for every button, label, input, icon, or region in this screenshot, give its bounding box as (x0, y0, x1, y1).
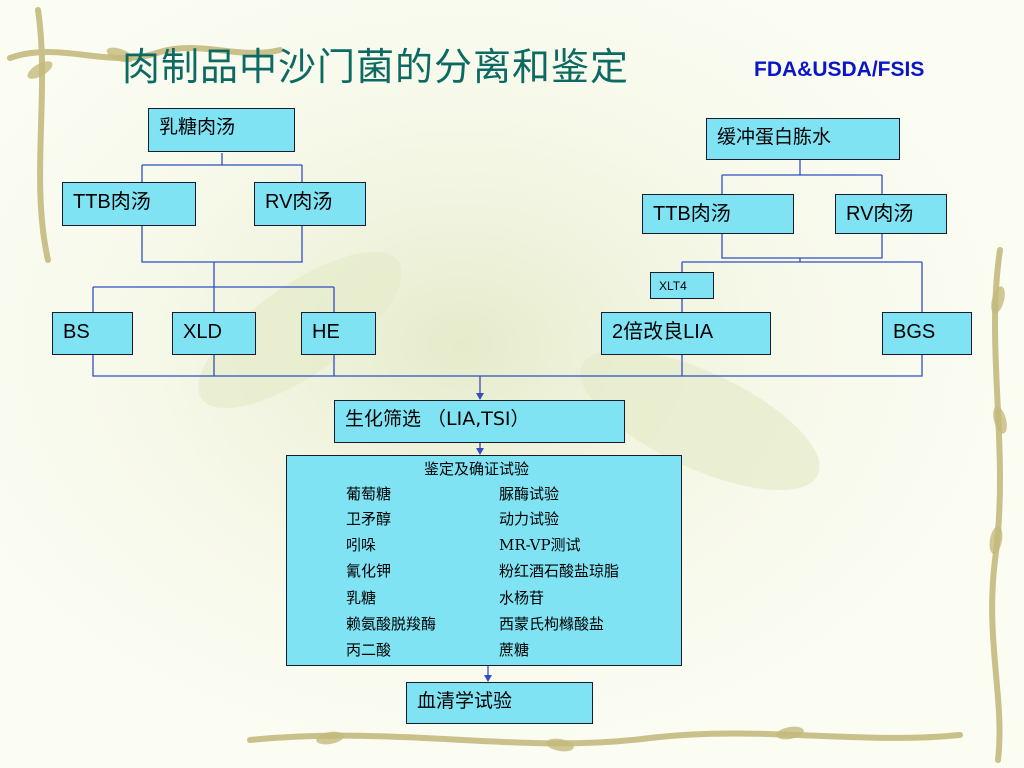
test-row: 卫矛醇 动力试验 (287, 508, 681, 532)
test-right: 西蒙氏枸橼酸盐 (499, 615, 605, 633)
test-right: 脲酶试验 (499, 485, 560, 503)
page-title: 肉制品中沙门菌的分离和鉴定 (122, 45, 630, 89)
arrowhead-serology (484, 675, 492, 682)
test-right: MR-VP测试 (499, 536, 581, 554)
left-rv-broth-box: RV肉汤 (254, 182, 366, 226)
connector-plates-collector (92, 355, 923, 377)
serology-test-box: 血清学试验 (406, 682, 593, 724)
buffered-peptone-water-box: 缓冲蛋白胨水 (706, 118, 900, 160)
connector-lactose-to-broths (141, 153, 303, 182)
arrowhead-screening (476, 393, 484, 400)
test-right: 动力试验 (499, 510, 560, 528)
test-row: 氰化钾 粉红酒石酸盐琼脂 (287, 560, 681, 584)
test-left: 丙二酸 (346, 641, 392, 659)
connector-bpw-to-broths (721, 160, 883, 194)
test-right: 水杨苷 (499, 589, 545, 607)
right-ttb-broth-box: TTB肉汤 (642, 194, 794, 234)
source-label: FDA&USDA/FSIS (754, 58, 925, 81)
test-right: 蔗糖 (499, 641, 530, 659)
arrowhead-confirmation (476, 448, 484, 455)
test-row: 吲哚 MR-VP测试 (287, 534, 681, 558)
connector-right-plates (681, 261, 923, 312)
connector-left-plates (92, 286, 335, 312)
left-ttb-broth-box: TTB肉汤 (62, 182, 196, 226)
right-rv-broth-box: RV肉汤 (835, 194, 947, 234)
test-row: 乳糖 水杨苷 (287, 587, 681, 611)
xlt4-box: XLT4 (650, 272, 714, 299)
test-left: 卫矛醇 (346, 510, 392, 528)
test-left: 氰化钾 (346, 562, 392, 580)
test-left: 乳糖 (346, 589, 377, 607)
confirmation-tests-box: 鉴定及确证试验 葡萄糖 脲酶试验 卫矛醇 动力试验 吲哚 MR-VP测试 氰化钾… (286, 455, 682, 666)
plate-bs-box: BS (52, 312, 133, 355)
test-left: 吲哚 (346, 536, 377, 554)
test-left: 赖氨酸脱羧酶 (346, 615, 437, 633)
lactose-broth-box: 乳糖肉汤 (148, 108, 295, 152)
modified-lia-box: 2倍改良LIA (601, 312, 771, 355)
biochemical-screening-box: 生化筛选 （LIA,TSI） (334, 400, 625, 443)
plate-xld-box: XLD (172, 312, 256, 355)
test-row: 赖氨酸脱羧酶 西蒙氏枸橼酸盐 (287, 613, 681, 637)
connector-left-broths-join (141, 226, 303, 287)
plate-bgs-box: BGS (882, 312, 972, 355)
connector-right-broths-join (721, 234, 883, 262)
test-row: 丙二酸 蔗糖 (287, 639, 681, 663)
confirmation-heading: 鉴定及确证试验 (424, 460, 530, 478)
test-left: 葡萄糖 (346, 485, 392, 503)
test-row: 葡萄糖 脲酶试验 (287, 483, 681, 507)
plate-he-box: HE (301, 312, 376, 355)
test-right: 粉红酒石酸盐琼脂 (499, 562, 620, 580)
